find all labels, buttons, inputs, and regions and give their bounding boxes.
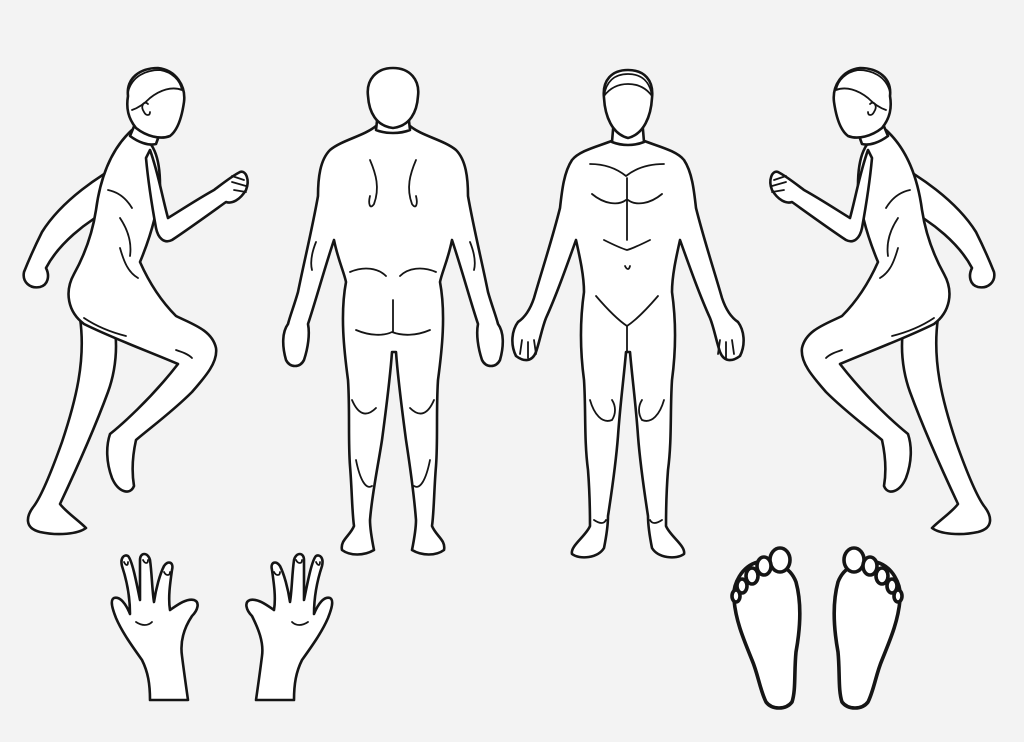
back-head <box>368 68 419 128</box>
left-sole-toe-1 <box>770 548 790 572</box>
right-sole-toe-5 <box>894 590 902 602</box>
right-sole-toe-1 <box>844 548 864 572</box>
left-sole-toe-5 <box>732 590 740 602</box>
